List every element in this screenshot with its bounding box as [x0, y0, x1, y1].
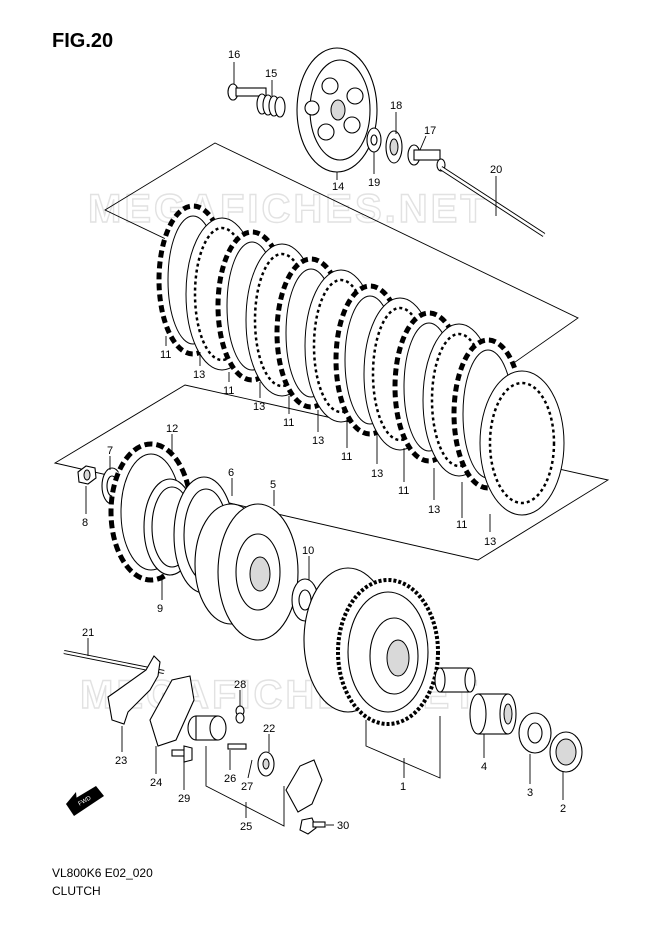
- spring-15: [256, 93, 286, 118]
- watermark-top: MEGAFICHES.NET: [88, 187, 488, 231]
- release-mechanism-group: FWD: [63, 650, 326, 835]
- callout-labels: 16 15 18 17 14 19 20 11 13 11 13 11 13 1…: [82, 49, 566, 833]
- callout-9: 9: [157, 603, 163, 615]
- section-name: CLUTCH: [52, 884, 101, 898]
- clutch-hub-frame: [53, 384, 610, 561]
- bolt-16: [227, 83, 267, 101]
- callout-25: 25: [240, 821, 252, 833]
- callout-26: 26: [224, 773, 236, 785]
- callout-13: 13: [312, 435, 324, 447]
- callout-15: 15: [265, 68, 277, 80]
- callout-13: 13: [484, 536, 496, 548]
- bearing-18: [385, 130, 403, 164]
- callout-30: 30: [337, 820, 349, 832]
- callout-19: 19: [368, 177, 380, 189]
- bracket-23: [107, 655, 161, 725]
- pushrod-20: [439, 166, 546, 237]
- push-piece-17: [407, 144, 446, 172]
- callout-28: 28: [234, 679, 246, 691]
- release-cam-25: [187, 715, 227, 741]
- fwd-direction-badge: FWD: [66, 786, 104, 816]
- spring-28: [235, 705, 245, 724]
- callout-13: 13: [428, 504, 440, 516]
- callout-3: 3: [527, 787, 533, 799]
- callout-11: 11: [160, 349, 171, 361]
- primary-driven-gear-1: [303, 567, 440, 726]
- gasket-24: [149, 675, 195, 747]
- callout-12: 12: [166, 423, 178, 435]
- callout-11: 11: [341, 451, 352, 463]
- pressure-plate-group: [227, 47, 546, 237]
- leader-lines: [85, 62, 564, 827]
- bolt-29: [171, 745, 193, 763]
- callout-22: 22: [263, 723, 275, 735]
- callout-13: 13: [371, 468, 383, 480]
- bolt-30: [299, 817, 326, 835]
- callout-27: 27: [241, 781, 253, 793]
- callout-6: 6: [228, 467, 234, 479]
- needle-bearing-4: [469, 693, 517, 735]
- callout-20: 20: [490, 164, 502, 176]
- drive-plate: [479, 370, 565, 516]
- callout-24: 24: [150, 777, 162, 789]
- callout-11: 11: [283, 417, 294, 429]
- callout-14: 14: [332, 181, 344, 193]
- callout-11: 11: [223, 385, 234, 397]
- callout-10: 10: [302, 545, 314, 557]
- callout-5: 5: [270, 479, 276, 491]
- callout-4: 4: [481, 761, 487, 773]
- screw-26: [227, 743, 247, 750]
- spacer-bush: [434, 667, 476, 693]
- release-cover: [285, 759, 323, 813]
- callout-7: 7: [107, 445, 113, 457]
- callout-1: 1: [400, 781, 406, 793]
- hub-group: [77, 441, 319, 641]
- plate-stack: [156, 203, 565, 516]
- callout-13: 13: [253, 401, 265, 413]
- callout-2: 2: [560, 803, 566, 815]
- callout-21: 21: [82, 627, 94, 639]
- sleeve-hub-5: [194, 503, 299, 641]
- callout-11: 11: [398, 485, 409, 497]
- callout-18: 18: [390, 100, 402, 112]
- model-code: VL800K6 E02_020: [52, 866, 153, 880]
- callout-8: 8: [82, 517, 88, 529]
- pressure-plate-14: [296, 47, 378, 173]
- callout-16: 16: [228, 49, 240, 61]
- callout-17: 17: [424, 125, 436, 137]
- callout-29: 29: [178, 793, 190, 805]
- clutch-housing-group: [303, 567, 583, 773]
- callout-13: 13: [193, 369, 205, 381]
- figure-title: FIG.20: [52, 30, 114, 52]
- callout-23: 23: [115, 755, 127, 767]
- callout-11: 11: [456, 519, 467, 531]
